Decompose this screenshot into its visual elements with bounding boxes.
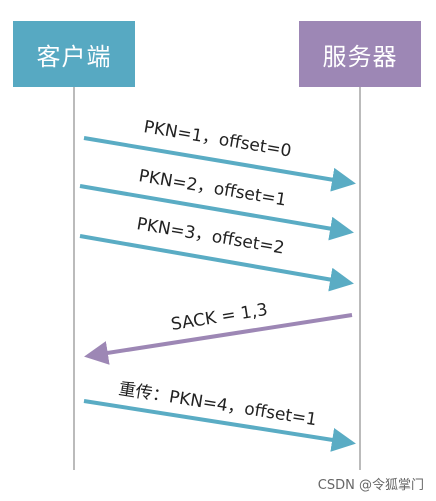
client-actor-label: 客户端 [36, 42, 112, 71]
message-arrow-3 [79, 234, 354, 292]
server-actor-box: 服务器 [299, 21, 421, 87]
message-label-1: PKN=1，offset=0 [142, 117, 293, 161]
message-arrow-1 [83, 136, 356, 192]
csdn-watermark: CSDN @令狐掌门 [317, 478, 424, 493]
message-arrow-5 [83, 399, 356, 452]
message-arrow-2 [79, 184, 354, 241]
server-actor-label: 服务器 [322, 42, 398, 71]
client-actor-box: 客户端 [13, 21, 135, 87]
message-label-3: PKN=3，offset=2 [135, 214, 286, 258]
message-arrow-4 [84, 313, 353, 365]
message-label-2: PKN=2，offset=1 [137, 166, 288, 210]
